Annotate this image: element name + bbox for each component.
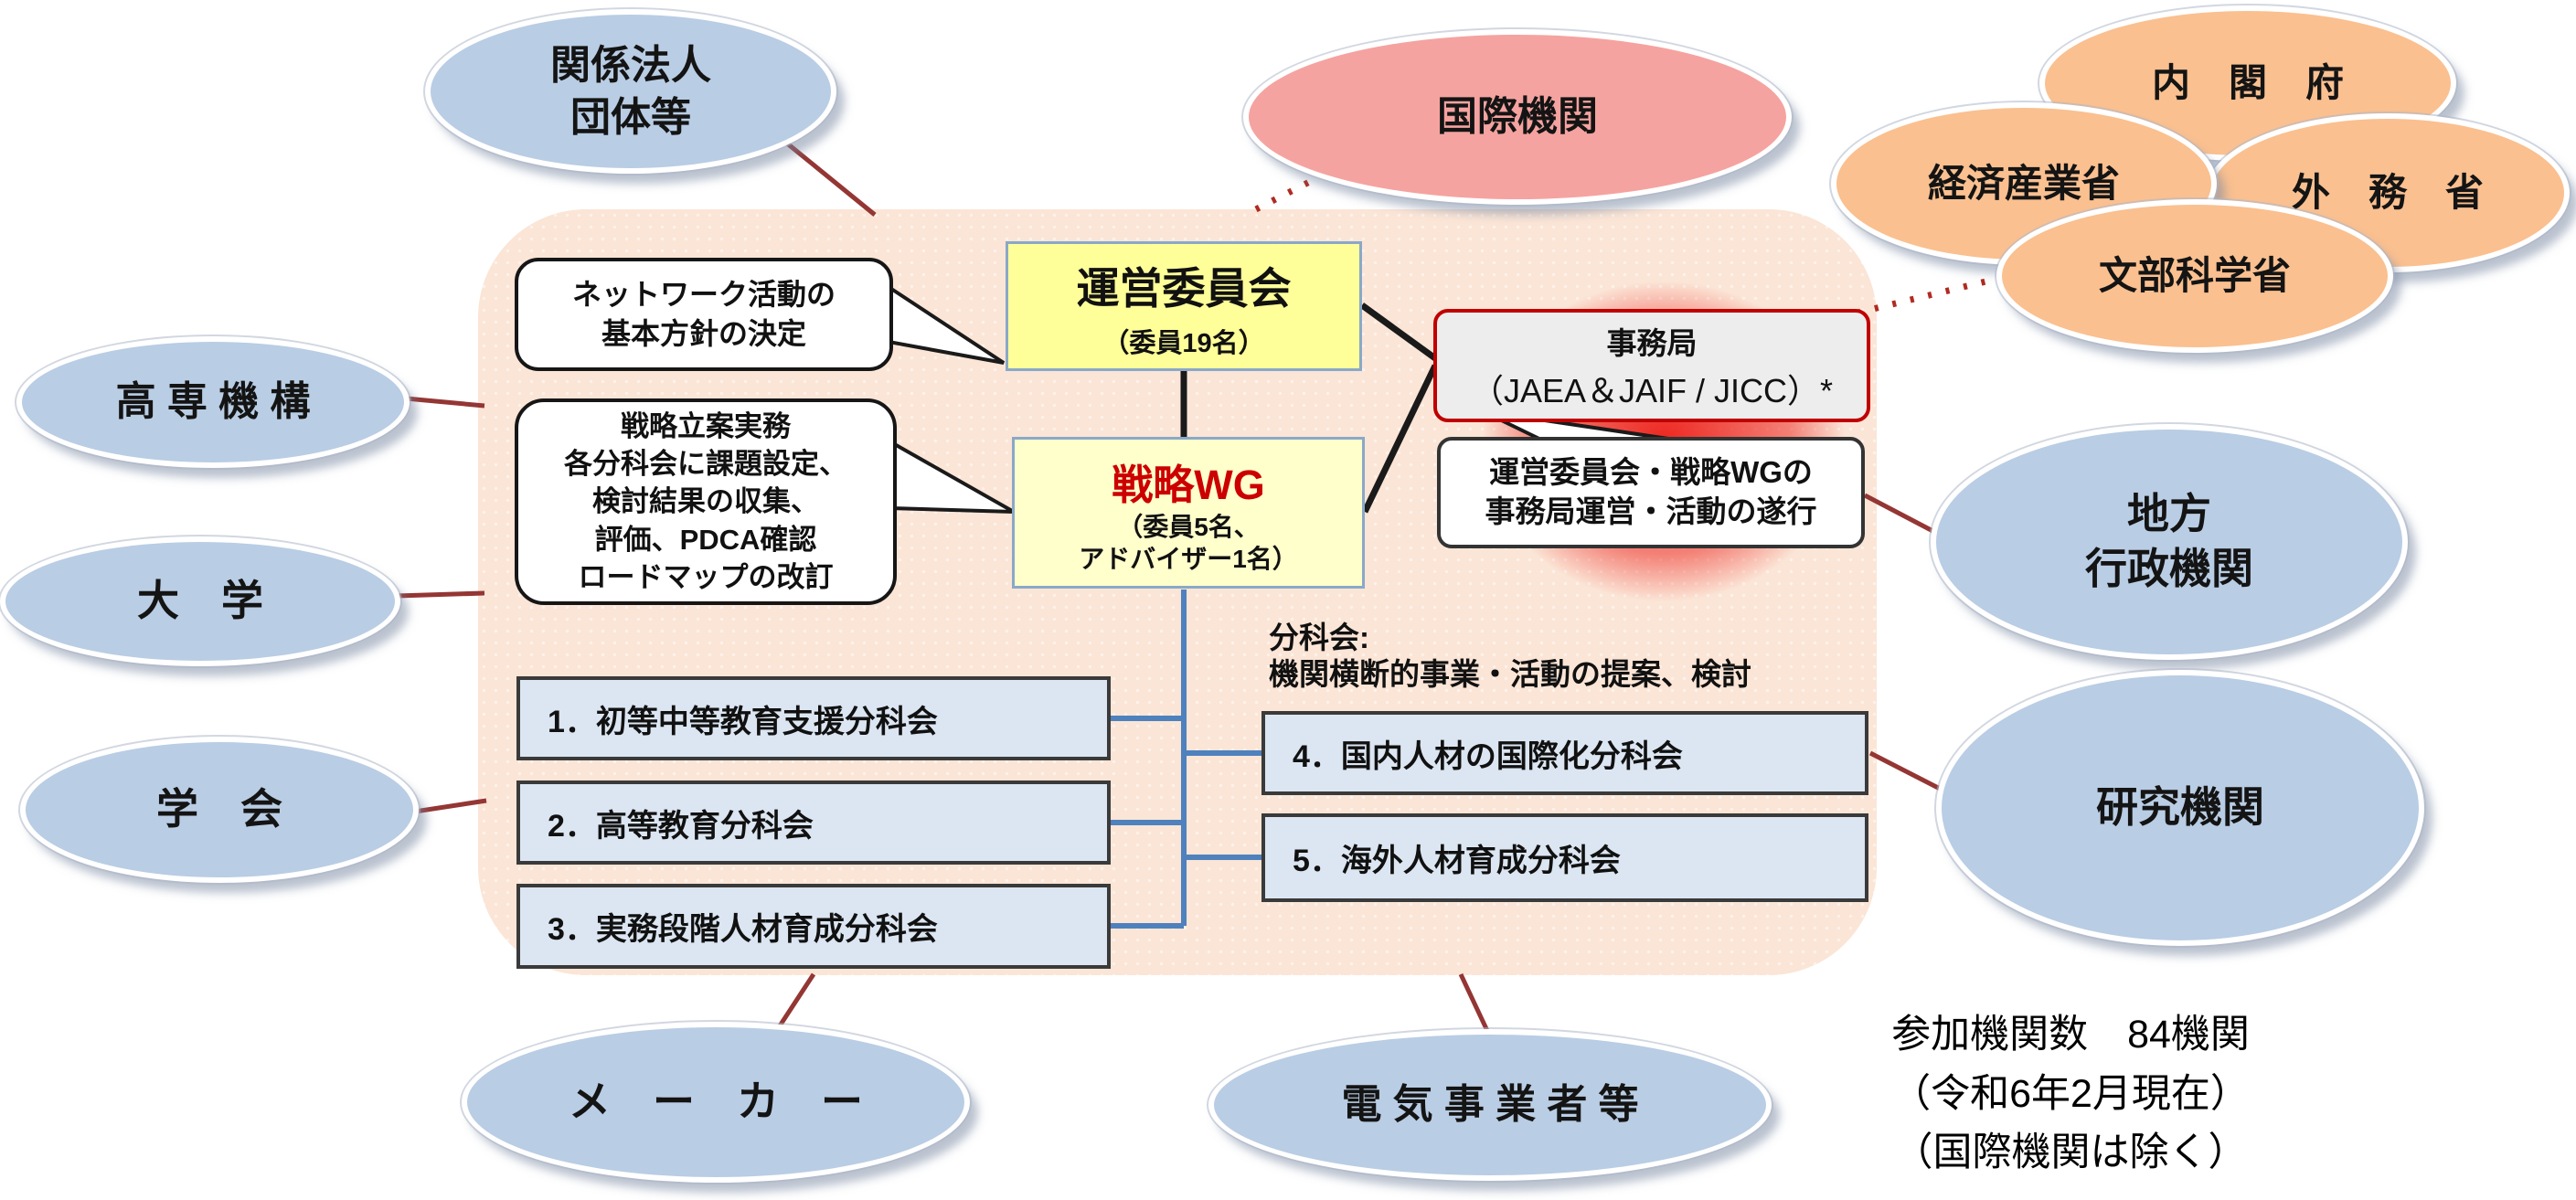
- subcommittee-label: 4．国内人材の国際化分科会: [1293, 738, 1683, 774]
- subcommittee-5-box: 5．海外人材育成分科会: [1261, 813, 1868, 902]
- callout-line: 各分科会に課題設定、: [564, 448, 847, 481]
- subcommittee-heading-line: 分科会:: [1269, 621, 1369, 654]
- ellipse-related-organizations: 関係法人 団体等: [425, 9, 836, 174]
- steering-committee-box: 運営委員会 （委員19名）: [1006, 241, 1362, 371]
- label: 国際機関: [1437, 94, 1598, 140]
- ellipse-international-organizations: 国際機関: [1243, 29, 1792, 205]
- participation-exclusion: （国際機関は除く）: [1893, 1131, 2248, 1174]
- subcommittee-label: 2．高等教育分科会: [548, 808, 814, 844]
- label: 地方: [2127, 490, 2211, 538]
- ellipse-mext: 文部科学省: [1996, 199, 2393, 353]
- subcommittee-3-box: 3．実務段階人材育成分科会: [516, 884, 1111, 969]
- participation-date: （令和6年2月現在）: [1891, 1071, 2250, 1116]
- secretariat-box: 事務局 （JAEA＆JAIF / JICC）*: [1433, 309, 1870, 422]
- connector-international-dotted: [1254, 169, 1329, 213]
- subcommittee-label: 1．初等中等教育支援分科会: [548, 704, 938, 739]
- ellipse-research-institutes: 研究機関: [1936, 670, 2424, 946]
- strategy-wg-title: 戦略WG: [1112, 461, 1265, 508]
- label: 学 会: [156, 785, 282, 834]
- connector-maker: [776, 972, 816, 1029]
- connector-academic: [414, 798, 487, 814]
- steering-committee-members: （委員19名）: [1102, 328, 1265, 358]
- callout-line: ネットワーク活動の: [571, 277, 836, 311]
- callout-network-policy: ネットワーク活動の 基本方針の決定: [515, 258, 893, 371]
- label: 団体等: [570, 95, 691, 140]
- connector-steering-secretariat: [1359, 303, 1438, 361]
- strategy-wg-box: 戦略WG （委員5名、 アドバイザー1名）: [1012, 437, 1365, 589]
- label: 研究機関: [2096, 783, 2264, 832]
- strategy-wg-members: （委員5名、: [1117, 512, 1260, 541]
- connector-research: [1868, 750, 1947, 794]
- callout-line: 戦略立案実務: [621, 409, 791, 442]
- subcommittee-4-box: 4．国内人材の国際化分科会: [1261, 711, 1868, 795]
- subcommittee-1-box: 1．初等中等教育支援分科会: [516, 676, 1111, 760]
- secretariat-title: 事務局: [1606, 326, 1698, 360]
- connector-university: [396, 590, 485, 599]
- subcommittee-heading: 分科会: 機関横断的事業・活動の提案、検討: [1269, 620, 1751, 692]
- steering-committee-title: 運営委員会: [1076, 263, 1292, 313]
- strategy-wg-advisers: アドバイザー1名）: [1079, 544, 1298, 573]
- callout-line: 検討結果の収集、: [592, 485, 819, 518]
- callout-line: ロードマップの改訂: [578, 560, 834, 593]
- callout-pointer-strategy-tasks: [889, 439, 1015, 514]
- ellipse-universities: 大 学: [0, 536, 400, 666]
- label: メ ー カ ー: [569, 1078, 863, 1126]
- participation-note: 参加機関数 84機関 （令和6年2月現在） （国際機関は除く）: [1815, 1005, 2326, 1183]
- ellipse-manufacturers: メ ー カ ー: [462, 1022, 970, 1183]
- callout-line: 事務局運営・活動の遂行: [1485, 494, 1817, 528]
- secretariat-organizations: （JAEA＆JAIF / JICC）*: [1470, 372, 1834, 409]
- label: 行政機関: [2085, 545, 2253, 592]
- subcommittee-2-box: 2．高等教育分科会: [516, 781, 1111, 865]
- connector-kosen: [405, 396, 485, 409]
- label: 電 気 事 業 者 等: [1341, 1082, 1639, 1128]
- connector-related-orgs: [784, 141, 877, 217]
- callout-line: 基本方針の決定: [601, 317, 806, 350]
- label: 高 専 機 構: [115, 379, 311, 425]
- label: 内 閣 府: [2151, 60, 2344, 104]
- callout-secretariat-role: 運営委員会・戦略WGの 事務局運営・活動の遂行: [1437, 437, 1865, 548]
- ellipse-electric-utilities: 電 気 事 業 者 等: [1208, 1029, 1772, 1181]
- label: 文部科学省: [2098, 253, 2291, 297]
- callout-strategy-tasks: 戦略立案実務 各分科会に課題設定、 検討結果の収集、 評価、PDCA確認 ロード…: [515, 398, 897, 605]
- callout-line: 評価、PDCA確認: [594, 523, 817, 556]
- participation-count: 参加機関数 84機関: [1891, 1013, 2250, 1057]
- ellipse-academic-societies: 学 会: [20, 737, 419, 883]
- subcommittee-label: 3．実務段階人材育成分科会: [548, 912, 938, 947]
- ellipse-local-government: 地方 行政機関: [1931, 424, 2408, 660]
- connector-strategy-secretariat: [1361, 364, 1439, 514]
- subcommittee-label: 5．海外人材育成分科会: [1293, 844, 1621, 878]
- connector-electric: [1458, 972, 1491, 1035]
- label: 大 学: [137, 577, 263, 625]
- ellipse-kosen-institute: 高 専 機 構: [16, 336, 410, 468]
- label: 経済産業省: [1927, 161, 2120, 205]
- label: 関係法人: [550, 42, 711, 88]
- connector-local-gov: [1863, 493, 1942, 537]
- label: 外 務 省: [2291, 170, 2484, 214]
- subcommittee-heading-line: 機関横断的事業・活動の提案、検討: [1269, 656, 1751, 691]
- callout-line: 運営委員会・戦略WGの: [1489, 455, 1813, 490]
- callout-pointer-network: [887, 283, 1006, 365]
